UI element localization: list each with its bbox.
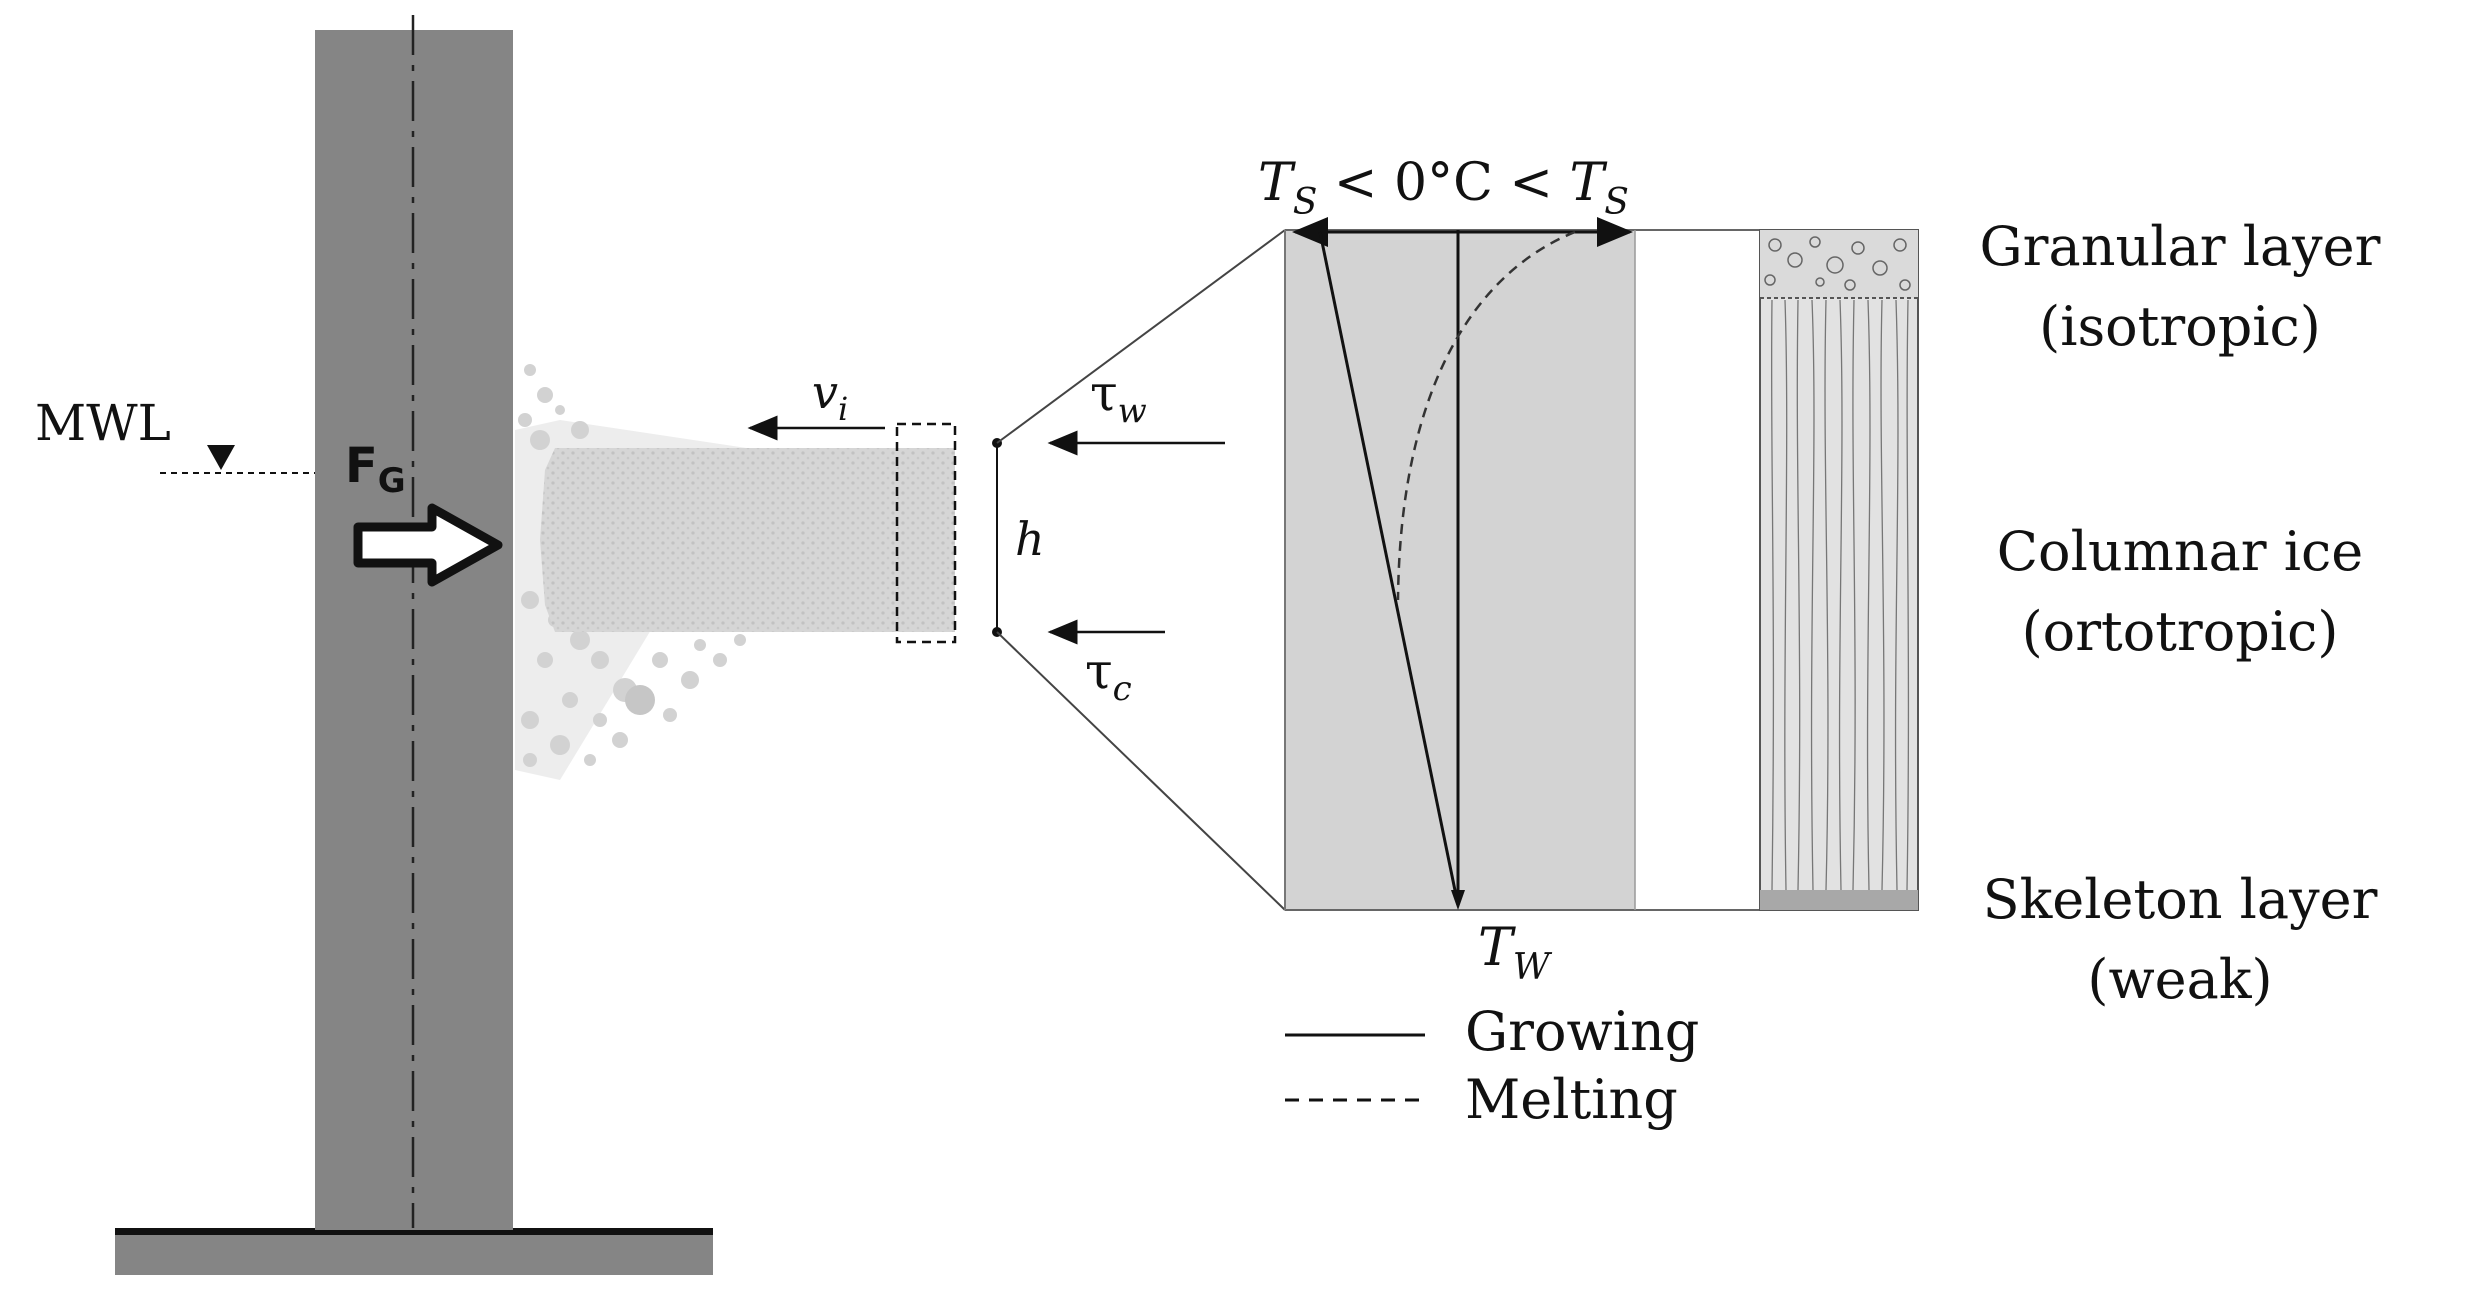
force-label: FG: [345, 438, 406, 501]
granular-layer-desc: (isotropic): [2039, 295, 2321, 358]
detail-window-box: [895, 422, 957, 644]
velocity-arrow: vi: [747, 365, 885, 441]
mwl-label: MWL: [35, 394, 171, 452]
ice-force-arrow: FG: [345, 438, 503, 587]
tau-c-label: τc: [1085, 642, 1132, 709]
skeleton-layer-label: Skeleton layer: [1983, 868, 2378, 931]
tau-c-arrow: τc: [1047, 619, 1165, 709]
surface-temperature-label: TS < 0°C < TS: [1258, 153, 1629, 223]
columnar-ice-grains: [1770, 299, 1910, 891]
temperature-profile-box: [1284, 217, 1810, 911]
legend-growing-label: Growing: [1465, 1000, 1699, 1063]
growing-profile-line: [1318, 231, 1460, 906]
ice-layer-column: [1759, 229, 1919, 911]
water-temperature-label: TW: [1478, 918, 1553, 988]
tau-w-label: τw: [1090, 364, 1147, 431]
columnar-layer-desc: (ortotropic): [2022, 600, 2339, 663]
columnar-layer-label: Columnar ice: [1997, 520, 2364, 583]
ground-base: [115, 1228, 713, 1275]
thickness-label: h: [1015, 512, 1045, 566]
skeleton-layer-desc: (weak): [2087, 948, 2272, 1011]
thickness-indicator: h: [992, 438, 1045, 637]
ice-sheet: [540, 448, 955, 632]
melting-profile-curve: [1396, 230, 1576, 601]
granular-layer-swatch: [1760, 230, 1918, 298]
granular-layer-label: Granular layer: [1980, 215, 2381, 278]
legend: Growing Melting: [1285, 1000, 1699, 1131]
layer-labels: Granular layer (isotropic) Columnar ice …: [1980, 215, 2381, 1011]
tau-w-arrow: τw: [1047, 364, 1225, 456]
velocity-label: vi: [812, 365, 848, 428]
legend-melting-label: Melting: [1465, 1068, 1678, 1131]
structure-pillar: [315, 15, 513, 1230]
zoom-lines: [996, 229, 1286, 911]
mwl-marker: MWL: [35, 394, 315, 474]
skeleton-layer-swatch: [1760, 890, 1918, 910]
water-level-triangle-icon: [207, 445, 235, 470]
